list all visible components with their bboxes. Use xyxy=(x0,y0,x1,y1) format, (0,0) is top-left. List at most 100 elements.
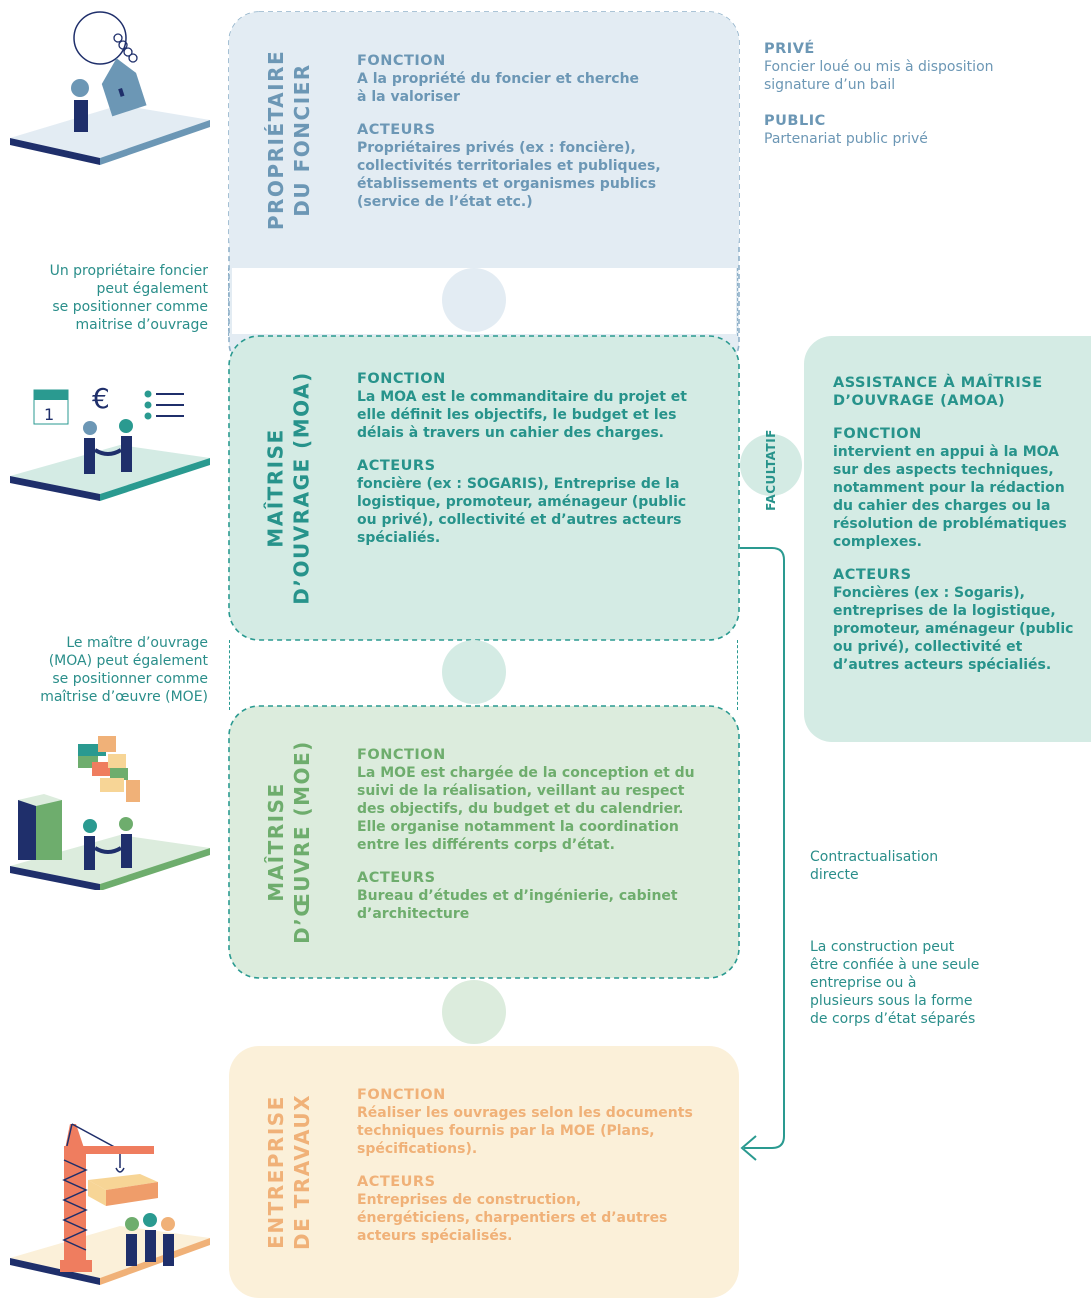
amoa-body: ASSISTANCE À MAÎTRISE D’OUVRAGE (AMOA) F… xyxy=(833,374,1083,674)
person-head-icon xyxy=(143,1213,157,1227)
fonction-text: spécifications). xyxy=(357,1141,478,1157)
amoa-card: ASSISTANCE À MAÎTRISE D’OUVRAGE (AMOA) F… xyxy=(804,336,1091,742)
entreprise-title: ENTREPRISE DE TRAVAUX xyxy=(229,1046,349,1298)
handshake-icon xyxy=(93,448,123,456)
platform xyxy=(10,835,210,884)
fonction-text: elle définit les objectifs, le budget et… xyxy=(357,407,677,423)
person-head-icon xyxy=(125,1217,139,1231)
fonction-text: notamment pour la rédaction xyxy=(833,480,1065,496)
person-body-icon xyxy=(126,1234,137,1266)
fonction-text: La MOA est le commanditaire du projet et xyxy=(357,389,687,405)
person-body-icon xyxy=(84,836,95,870)
left-note-text: se positionner comme xyxy=(52,671,208,687)
fonction-text: résolution de problématiques xyxy=(833,516,1067,532)
prive-label: PRIVÉ xyxy=(764,41,815,57)
platform xyxy=(10,445,210,494)
left-note-text: (MOA) peut également xyxy=(48,653,208,669)
prive-public-notes: PRIVÉ Foncier loué ou mis à disposition … xyxy=(764,40,994,148)
building-blocks-icon xyxy=(78,736,140,802)
moa-handshake-illustration: 1 € xyxy=(10,382,210,501)
fonction-text: suivi de la réalisation, veillant au res… xyxy=(357,783,685,799)
fonction-label: FONCTION xyxy=(833,426,922,442)
owner-key-illustration xyxy=(10,11,210,165)
fonction-text: techniques fournis par la MOE (Plans, xyxy=(357,1123,655,1139)
proprietaire-title: PROPRIÉTAIRE DU FONCIER xyxy=(229,12,349,268)
acteurs-text: (service de l’état etc.) xyxy=(357,194,533,210)
contract-text: Contractualisation xyxy=(810,849,939,865)
acteurs-text: établissements et organismes publics xyxy=(357,176,657,192)
construction-text: La construction peut xyxy=(810,939,955,955)
acteurs-text: d’autres acteurs spécialiés. xyxy=(833,657,1052,673)
frame-left-line-2 xyxy=(229,640,232,710)
prive-text: Foncier loué ou mis à disposition xyxy=(764,59,994,75)
arrow-head-icon xyxy=(740,1135,757,1161)
amoa-title: D’OUVRAGE (AMOA) xyxy=(833,393,1006,409)
person-head-icon xyxy=(119,817,133,831)
fonction-text: Réaliser les ouvrages selon les document… xyxy=(357,1105,693,1121)
construction-text: entreprise ou à xyxy=(810,975,917,991)
moa-frame xyxy=(228,335,740,641)
person-body-icon xyxy=(84,438,95,474)
fonction-text: sur des aspects techniques, xyxy=(833,462,1054,478)
proprietaire-body: FONCTION A la propriété du foncier et ch… xyxy=(357,52,709,211)
fonction-text: du cahier des charges ou la xyxy=(833,498,1051,514)
euro-icon: € xyxy=(92,382,110,415)
acteurs-text: Bureau d’études et d’ingénierie, cabinet xyxy=(357,888,678,904)
facultatif-dot xyxy=(740,434,802,496)
fonction-text: La MOE est chargée de la conception et d… xyxy=(357,765,695,781)
entreprise-title-line2: DE TRAVAUX xyxy=(290,1093,315,1251)
connector-dot xyxy=(442,980,506,1044)
platform xyxy=(10,105,210,158)
person-body-icon xyxy=(163,1234,174,1266)
moe-blocks-illustration xyxy=(10,736,210,890)
list-icon xyxy=(144,390,184,420)
fonction-label: FONCTION xyxy=(357,1087,446,1103)
facultatif-label-wrap: FACULTATIF xyxy=(756,429,786,511)
entreprise-body: FONCTION Réaliser les ouvrages selon les… xyxy=(357,1086,709,1245)
fonction-text: complexes. xyxy=(833,534,922,550)
acteurs-text: ou privé), collectivité et xyxy=(833,639,1023,655)
fonction-label: FONCTION xyxy=(357,371,446,387)
acteurs-label: ACTEURS xyxy=(833,567,912,583)
person-head-icon xyxy=(71,79,89,97)
acteurs-label: ACTEURS xyxy=(357,870,436,886)
acteurs-label: ACTEURS xyxy=(357,122,436,138)
construction-text: plusieurs sous la forme xyxy=(810,993,973,1009)
moa-title-line2: D’OUVRAGE (MOA) xyxy=(290,371,314,605)
person-body-icon xyxy=(121,834,132,868)
contract-note: Contractualisation directe xyxy=(810,848,938,884)
acteurs-text: entreprises de la logistique, xyxy=(833,603,1056,619)
facultatif-label: FACULTATIF xyxy=(764,429,778,511)
construction-text: de corps d’état séparés xyxy=(810,1011,976,1027)
left-note-text: se positionner comme xyxy=(52,299,208,315)
acteurs-label: ACTEURS xyxy=(357,1174,436,1190)
person-body-icon xyxy=(121,436,132,472)
acteurs-text: ou privé), collectivité et d’autres acte… xyxy=(357,512,682,528)
moe-frame xyxy=(228,705,740,979)
key-ring-icon xyxy=(73,11,127,65)
crate-icon xyxy=(88,1174,158,1206)
moa-title: MAÎTRISE D’OUVRAGE (MOA) xyxy=(229,336,349,640)
fonction-text: Elle organise notamment la coordination xyxy=(357,819,679,835)
acteurs-text: logistique, promoteur, aménageur (public xyxy=(357,494,687,510)
moe-body: FONCTION La MOE est chargée de la concep… xyxy=(357,746,709,923)
crane-icon xyxy=(60,1123,154,1272)
left-note-2: Le maître d’ouvrage (MOA) peut également… xyxy=(10,634,208,706)
acteurs-text: promoteur, aménageur (public xyxy=(833,621,1074,637)
left-note-1: Un propriétaire foncier peut également s… xyxy=(10,262,208,334)
left-note-text: peut également xyxy=(96,281,208,297)
fonction-text: entre les différents corps d’état. xyxy=(357,837,615,853)
moe-card: MAÎTRISE D’ŒUVRE (MOE) FONCTION La MOE e… xyxy=(229,706,739,978)
acteurs-text: spécialiés. xyxy=(357,530,441,546)
handshake-icon xyxy=(93,846,123,854)
acteurs-text: d’architecture xyxy=(357,906,470,922)
public-label: PUBLIC xyxy=(764,113,826,129)
person-head-icon xyxy=(161,1217,175,1231)
house-icon xyxy=(101,58,147,117)
moa-body: FONCTION La MOA est le commanditaire du … xyxy=(357,370,709,547)
amoa-title: ASSISTANCE À MAÎTRISE xyxy=(833,375,1043,391)
acteurs-text: acteurs spécialisés. xyxy=(357,1228,513,1244)
moe-title-line2: D’ŒUVRE (MOE) xyxy=(290,740,315,944)
construction-note: La construction peut être confiée à une … xyxy=(810,938,979,1028)
frame-right-line xyxy=(737,268,740,336)
